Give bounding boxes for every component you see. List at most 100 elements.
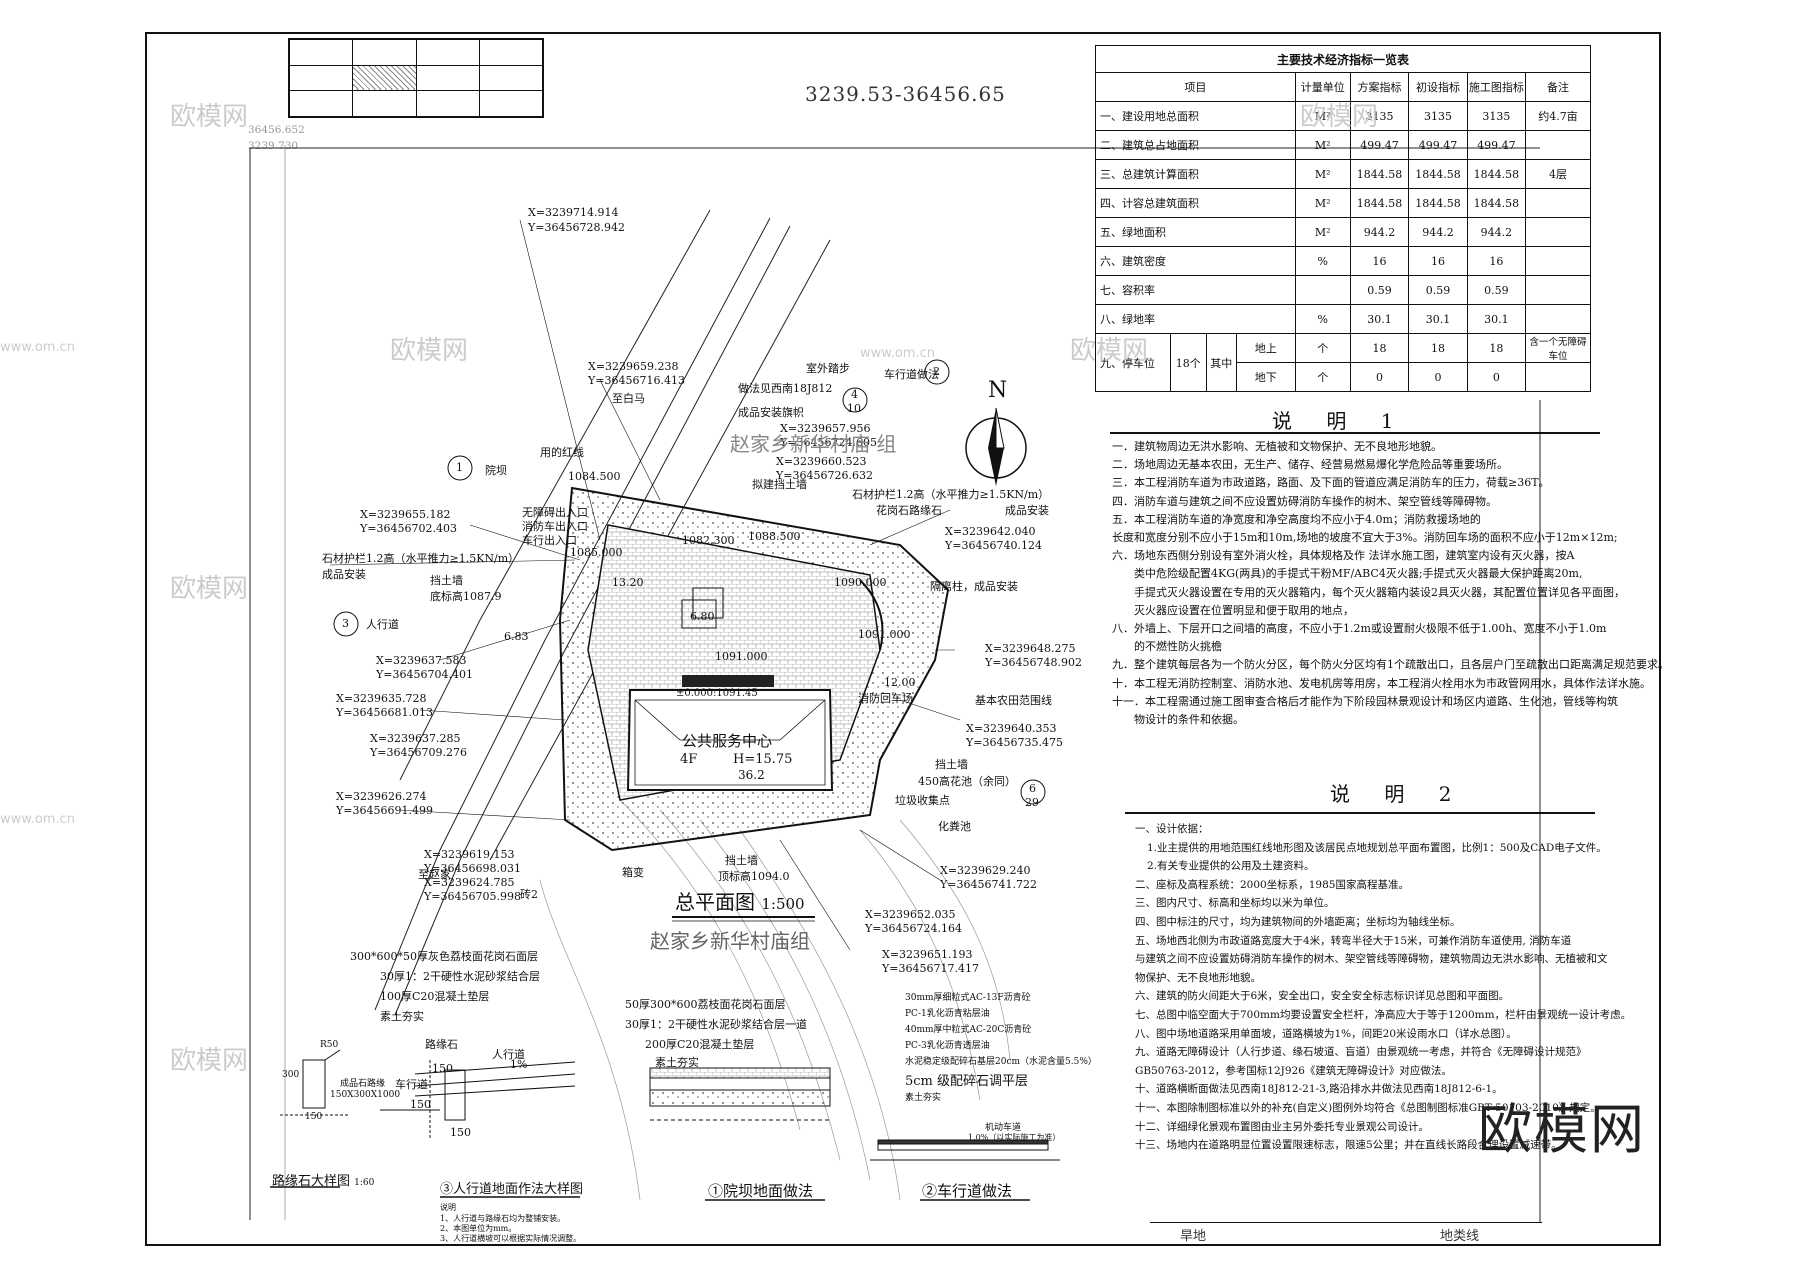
label-retaining-wall-2: 挡土墙 bbox=[935, 758, 968, 771]
label-to-zhaojia: 至赵家 bbox=[418, 868, 451, 881]
building-height: H=15.75 bbox=[733, 752, 793, 767]
coord-y-1: Y=36456716.413 bbox=[588, 374, 685, 387]
label-brick: 砖2 bbox=[520, 888, 538, 901]
title-stamp-grid bbox=[288, 38, 544, 118]
coord-y-4: Y=36456702.403 bbox=[360, 522, 457, 535]
courtyard-layer-1: 30厚1：2干硬性水泥砂浆结合层一道 bbox=[625, 1018, 807, 1031]
coord-x-1: X=3239659.238 bbox=[588, 360, 679, 373]
elev-2: 1082.300 bbox=[682, 534, 735, 547]
driveway-layer-5: 5cm 级配碎石调平层 bbox=[905, 1074, 1029, 1089]
coord-x-9: X=3239637.285 bbox=[370, 732, 461, 745]
watermark-logo: 欧模网 bbox=[1478, 1098, 1646, 1161]
sidewalk-label: 人行道 bbox=[492, 1048, 525, 1061]
marker-3: 3 bbox=[342, 617, 349, 630]
building-width: 36.2 bbox=[738, 768, 765, 782]
label-outdoor-step: 室外踏步 bbox=[806, 362, 850, 375]
driveway-layer-3: PC-3乳化沥青透层油 bbox=[905, 1041, 990, 1051]
elev-1: 1084.500 bbox=[568, 470, 621, 483]
curb-dim-r: R50 bbox=[320, 1040, 339, 1050]
sidewalk-dim-0: 150 bbox=[432, 1062, 453, 1075]
driveway-layer-0: 30mm厚细粒式AC-13F沥青砼 bbox=[905, 993, 1031, 1003]
label-top-elev: 顶标高1094.0 bbox=[718, 870, 790, 883]
driveway-slope: 1.0%（以实际施工为准） bbox=[968, 1133, 1061, 1142]
legend-strip: 旱地 地类线 bbox=[1150, 1222, 1542, 1245]
stair-block bbox=[692, 587, 724, 619]
curb-dim-300: 300 bbox=[282, 1070, 300, 1080]
stair-block-2 bbox=[681, 599, 717, 629]
dim-1: 13.20 bbox=[612, 576, 644, 589]
side-coord-b: 3239.730 bbox=[248, 140, 299, 152]
coord-x-14: X=3239629.240 bbox=[940, 864, 1031, 877]
coord-x-7: X=3239637.583 bbox=[376, 654, 467, 667]
coord-y-9: Y=36456709.276 bbox=[370, 746, 467, 759]
label-stone-rail-left: 石材护栏1.2高（水平推力≥1.5KN/m） bbox=[322, 552, 520, 565]
watermark-url: www.om.cn bbox=[0, 340, 75, 355]
tech-index-table: 主要技术经济指标一览表 项目 计量单位 方案指标 初设指标 施工图指标 备注 一… bbox=[1095, 45, 1591, 392]
coord-x-16: X=3239651.193 bbox=[882, 948, 973, 961]
driveway-layer-1: PC-1乳化沥青粘层油 bbox=[905, 1009, 990, 1019]
label-fire-entrance: 消防车出入口 bbox=[522, 520, 588, 533]
sidewalk-layer-0: 300*600*50厚灰色荔枝面花岗石面层 bbox=[350, 950, 538, 963]
drawing-frame bbox=[145, 32, 1661, 1246]
village-label-top: 赵家乡新华村庙 组 bbox=[730, 432, 897, 456]
coord-y-0: Y=36456728.942 bbox=[528, 221, 625, 234]
notes2-rule bbox=[1125, 812, 1595, 814]
coord-y-15: Y=36456724.164 bbox=[865, 922, 962, 935]
label-sidewalk: 人行道 bbox=[366, 618, 399, 631]
north-letter: N bbox=[988, 378, 1008, 403]
label-road-width: 12.00 bbox=[884, 676, 916, 689]
elev-5: 1090.000 bbox=[834, 576, 887, 589]
sidewalk-note-1: 2、本图单位为mm。 bbox=[440, 1224, 517, 1233]
watermark: 欧模网 bbox=[170, 1046, 249, 1076]
driveway-layer-6: 素土夯实 bbox=[905, 1093, 942, 1103]
driveway-layer-2: 40mm厚中粒式AC-20C沥青砼 bbox=[905, 1025, 1032, 1035]
th-prelim: 初设指标 bbox=[1408, 72, 1468, 102]
section-sidewalk bbox=[380, 1060, 576, 1140]
coord-x-3: X=3239660.523 bbox=[776, 455, 867, 468]
sidewalk-note-2: 3、人行道横坡可以根据实际情况调整。 bbox=[440, 1234, 582, 1243]
label-finished-left: 成品安装 bbox=[322, 568, 366, 581]
watermark: 欧模网 bbox=[1070, 336, 1149, 366]
road bbox=[374, 209, 831, 1016]
elev-4: 1088.500 bbox=[748, 530, 801, 543]
th-construct: 施工图指标 bbox=[1466, 72, 1527, 102]
th-item: 项目 bbox=[1095, 72, 1296, 102]
marker-6-sub: 29 bbox=[1025, 796, 1039, 809]
label-isolation: 隔离柱，成品安装 bbox=[930, 580, 1018, 593]
coord-x-10: X=3239640.353 bbox=[966, 722, 1057, 735]
coord-y-13: Y=36456705.998 bbox=[424, 890, 521, 903]
coord-x-2: X=3239657.956 bbox=[780, 422, 871, 435]
sidewalk-curb-label: 路缘石 bbox=[425, 1038, 458, 1051]
coord-x-6: X=3239648.275 bbox=[985, 642, 1076, 655]
coord-y-3: Y=36456726.632 bbox=[776, 469, 873, 482]
label-courtyard: 院坝 bbox=[485, 464, 507, 477]
section-curb-detail bbox=[280, 1049, 350, 1116]
sidewalk-layer-3: 素土夯实 bbox=[380, 1010, 424, 1023]
watermark: 欧模网 bbox=[1300, 102, 1379, 132]
coord-x-5: X=3239642.040 bbox=[945, 525, 1036, 538]
sidewalk-dim-2: 150 bbox=[450, 1126, 471, 1139]
courtyard-layer-0: 50厚300*600荔枝面花岗石面层 bbox=[625, 998, 786, 1011]
watermark: 欧模网 bbox=[170, 102, 249, 132]
label-vehicle-entrance: 车行出入口 bbox=[522, 534, 577, 547]
building-name: 公共服务中心 bbox=[682, 732, 773, 750]
side-coord-a: 36456.652 bbox=[248, 124, 305, 136]
coord-y-8: Y=36456681.013 bbox=[336, 706, 433, 719]
coord-y-14: Y=36456741.722 bbox=[940, 878, 1037, 891]
label-red-line: 用的红线 bbox=[540, 446, 584, 459]
coord-x-4: X=3239655.182 bbox=[360, 508, 451, 521]
courtyard-layer-2: 200厚C20混凝土垫层 bbox=[645, 1038, 755, 1051]
th-unit: 计量单位 bbox=[1294, 72, 1351, 102]
label-fire-site: 消防回车场 bbox=[858, 692, 913, 705]
label-septic: 化粪池 bbox=[938, 820, 971, 833]
marker-2: 2 bbox=[933, 365, 940, 378]
coord-y-7: Y=36456704.401 bbox=[376, 668, 473, 681]
label-bottom-elev: 底标高1087.9 bbox=[430, 590, 502, 603]
canopy bbox=[682, 675, 774, 687]
dim-3: 6.83 bbox=[504, 630, 529, 643]
driveway-layer-4: 水泥稳定级配碎石基层20cm（水泥含量5.5%） bbox=[905, 1057, 1097, 1067]
